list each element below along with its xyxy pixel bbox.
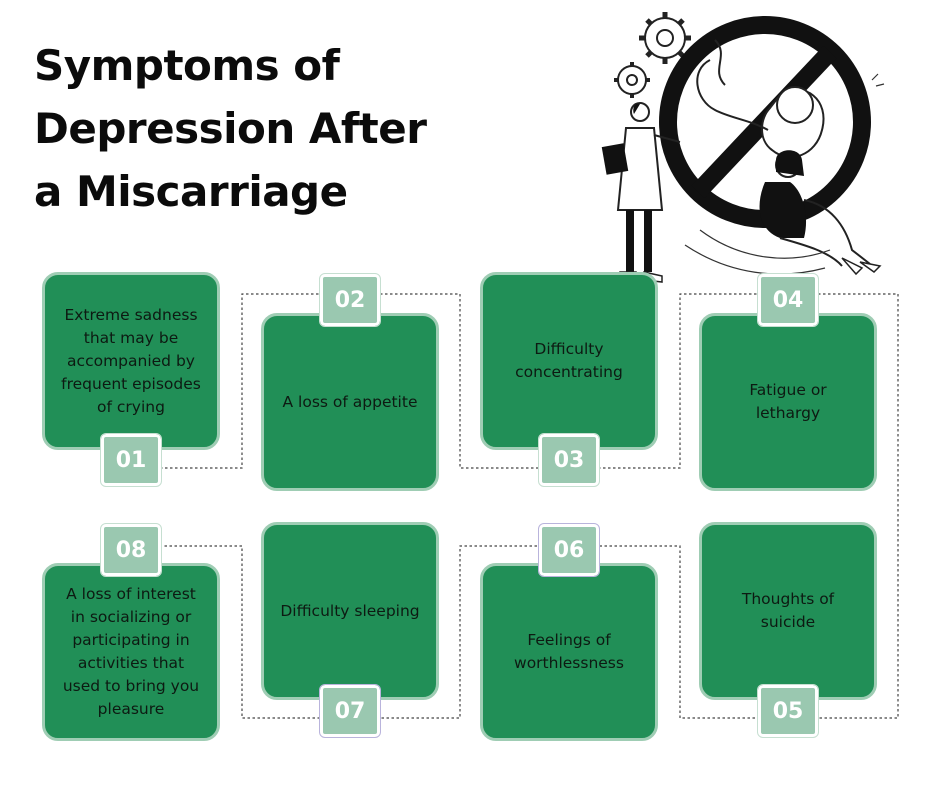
gear-icon <box>639 12 691 64</box>
page-title: Symptoms of Depression After a Miscarria… <box>34 34 454 223</box>
step-badge-07: 07 <box>319 684 381 738</box>
symptom-text: Difficulty concentrating <box>515 340 623 381</box>
symptom-text: Fatigue or lethargy <box>749 381 827 422</box>
title-line-3: a Miscarriage <box>34 167 348 216</box>
symptom-card-01: Extreme sadness that may be accompanied … <box>42 272 220 450</box>
symptom-text: A loss of appetite <box>282 392 418 411</box>
step-badge-08: 08 <box>100 523 162 577</box>
step-badge-02: 02 <box>319 273 381 327</box>
gear-icon <box>614 62 650 98</box>
symptom-card-04: Fatigue or lethargy <box>699 313 877 491</box>
sad-woman-figure <box>759 150 882 276</box>
step-badge-05: 05 <box>757 684 819 738</box>
title-line-2: Depression After <box>34 104 427 153</box>
symptom-text: A loss of interest in socializing or par… <box>62 585 200 718</box>
symptom-card-07: Difficulty sleeping <box>261 522 439 700</box>
symptom-card-05: Thoughts of suicide <box>699 522 877 700</box>
symptom-card-03: Difficulty concentrating <box>480 272 658 450</box>
symptom-text: Extreme sadness that may be accompanied … <box>61 305 201 416</box>
symptom-text: Thoughts of suicide <box>741 590 835 631</box>
symptom-card-02: A loss of appetite <box>261 313 439 491</box>
symptom-card-06: Feelings of worthlessness <box>480 563 658 741</box>
step-badge-03: 03 <box>538 433 600 487</box>
symptom-text: Feelings of worthlessness <box>514 631 624 672</box>
symptom-text: Difficulty sleeping <box>280 601 420 620</box>
symptom-card-08: A loss of interest in socializing or par… <box>42 563 220 741</box>
fetus-icon <box>696 39 825 159</box>
title-line-1: Symptoms of <box>34 41 340 90</box>
step-badge-01: 01 <box>100 433 162 487</box>
illustration <box>601 12 885 283</box>
step-badge-04: 04 <box>757 273 819 327</box>
step-badge-06: 06 <box>538 523 600 577</box>
